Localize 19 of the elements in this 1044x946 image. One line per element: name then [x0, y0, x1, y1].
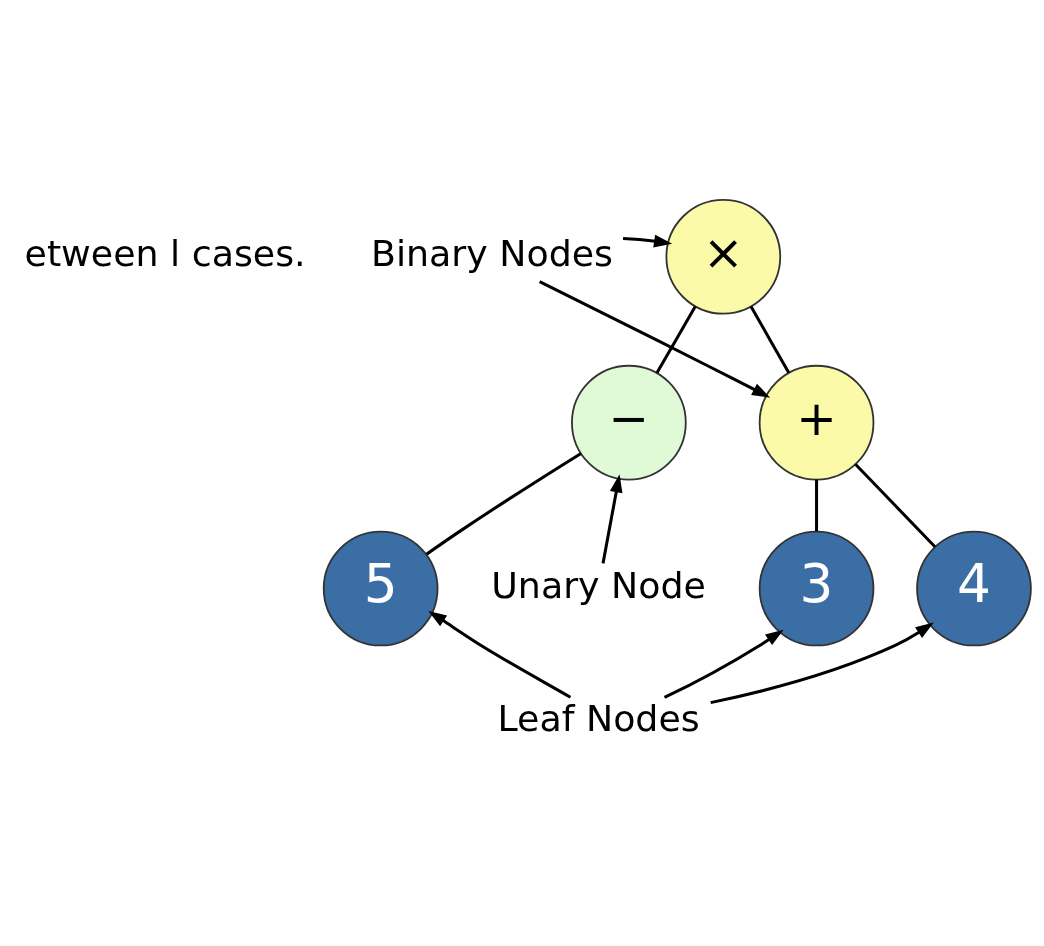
label: etween l cases. [24, 231, 306, 275]
connector [749, 305, 791, 373]
connector [425, 451, 582, 555]
node-circle: × [665, 198, 782, 315]
arrow [663, 629, 784, 699]
node-circle: − [571, 364, 687, 480]
node-circle: + [758, 364, 875, 480]
connector [655, 305, 697, 373]
arrow [538, 279, 771, 398]
node-text: Binary Nodes [371, 231, 613, 275]
connector [815, 479, 819, 531]
arrow [622, 234, 673, 247]
node-circle: 5 [322, 530, 439, 646]
node-text: Leaf Nodes [497, 696, 700, 740]
node-text: Unary Node [491, 563, 706, 607]
arrow [710, 622, 934, 704]
connector [854, 462, 937, 548]
arrow [601, 473, 623, 564]
arrow [428, 610, 572, 699]
